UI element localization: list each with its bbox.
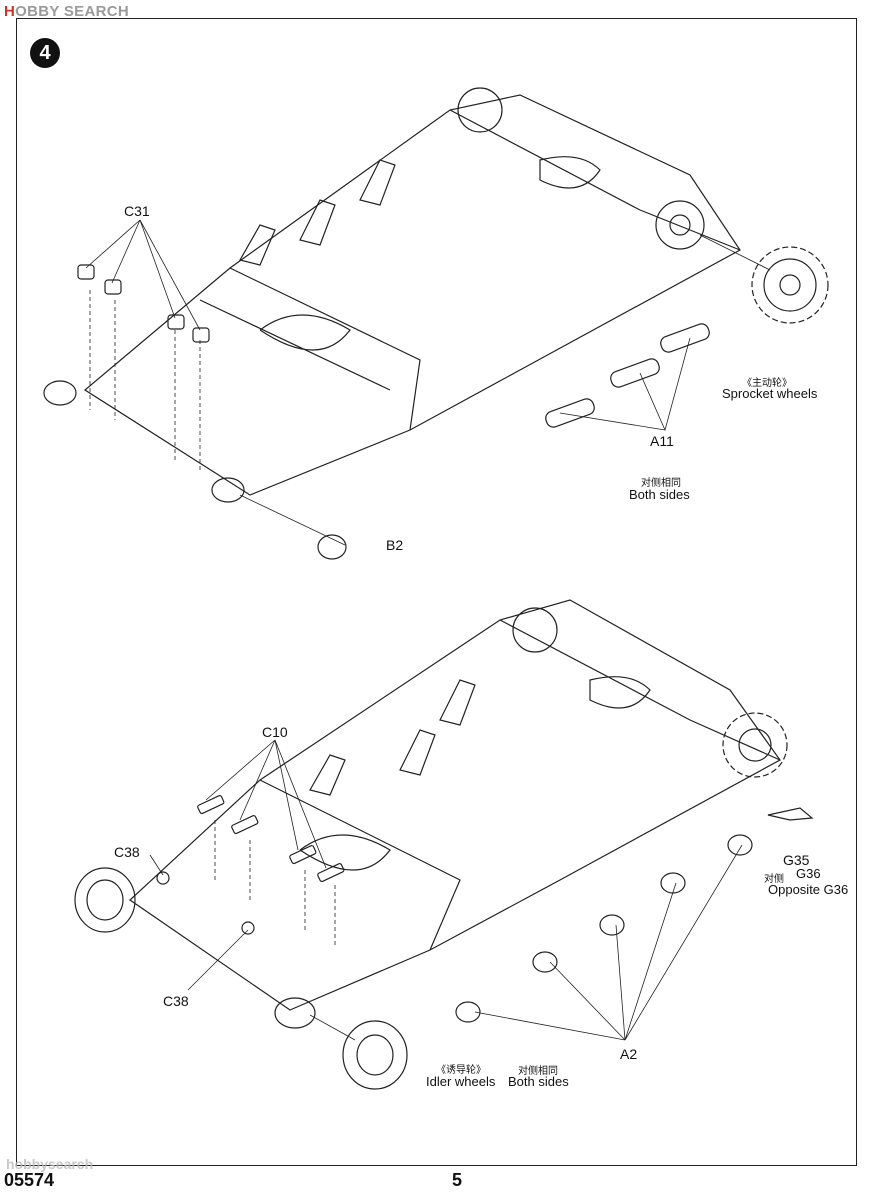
upper-idler-mount	[43, 380, 77, 406]
label-both-sides-cn-lower: 对侧相同	[518, 1066, 558, 1077]
label-b2: B2	[386, 537, 404, 553]
upper-chassis-hull	[83, 94, 741, 496]
label-c38-top: C38	[114, 844, 140, 860]
lower-chassis-hull	[129, 599, 781, 1011]
page-number: 5	[452, 1170, 463, 1190]
label-c38-bottom: C38	[163, 993, 189, 1009]
lower-hull-sprocket	[722, 712, 788, 778]
c10-parts	[197, 795, 345, 883]
label-both-sides-en-lower: Both sides	[508, 1074, 569, 1089]
label-both-sides-cn-upper: 对侧相同	[641, 478, 681, 489]
instruction-frame	[16, 18, 857, 1166]
sprocket-wheel-part	[751, 246, 829, 324]
idler-hull-wheel	[74, 867, 136, 933]
label-sprocket-en: Sprocket wheels	[722, 386, 818, 401]
label-opposite-g36-en: Opposite G36	[768, 882, 849, 897]
a11-arms	[545, 323, 710, 428]
c38-bottom-part	[241, 921, 255, 935]
upper-hull-sprocket	[655, 200, 705, 250]
label-g35: G35	[783, 852, 810, 868]
b2-part	[317, 534, 347, 560]
label-idler-cn: 《诱导轮》	[436, 1065, 486, 1076]
g35-part	[767, 807, 814, 821]
watermark: hobbysearch	[6, 1156, 94, 1172]
label-opposite-cn: 对侧	[764, 874, 784, 885]
idler-wheel-part	[342, 1020, 408, 1090]
part-number: 05574	[4, 1170, 55, 1190]
label-c31: C31	[124, 203, 150, 219]
label-g36: G36	[796, 866, 821, 881]
label-c10: C10	[262, 724, 288, 740]
label-a11: A11	[650, 433, 674, 449]
a2-hubs	[455, 834, 753, 1023]
label-both-sides-en-upper: Both sides	[629, 487, 690, 502]
label-a2: A2	[620, 1046, 638, 1062]
label-sprocket-cn: 《主动轮》	[742, 378, 792, 389]
hobby-search-logo: HOBBY SEARCH	[4, 3, 130, 20]
c38-top-part	[156, 871, 170, 885]
c31-parts	[77, 264, 210, 343]
label-idler-en: Idler wheels	[426, 1074, 496, 1089]
step-number-badge: 4	[30, 38, 60, 68]
